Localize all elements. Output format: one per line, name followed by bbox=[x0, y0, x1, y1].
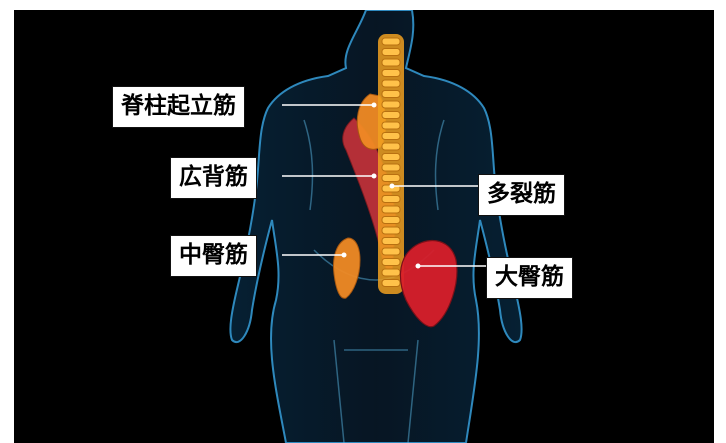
label-latissimus-dorsi: 広背筋 bbox=[170, 157, 257, 199]
vertebra bbox=[382, 154, 400, 161]
vertebra bbox=[382, 133, 400, 140]
vertebra bbox=[382, 143, 400, 150]
vertebra bbox=[382, 70, 400, 77]
vertebra bbox=[382, 227, 400, 234]
label-gluteus-medius: 中臀筋 bbox=[170, 235, 257, 277]
vertebra bbox=[382, 217, 400, 224]
human-body-figure bbox=[14, 10, 714, 443]
vertebra bbox=[382, 101, 400, 108]
vertebra bbox=[382, 164, 400, 171]
vertebra bbox=[382, 59, 400, 66]
label-multifidus: 多裂筋 bbox=[478, 174, 565, 216]
vertebra bbox=[382, 112, 400, 119]
label-erector-spinae: 脊柱起立筋 bbox=[112, 86, 245, 128]
vertebra bbox=[382, 259, 400, 266]
anatomy-illustration: 脊柱起立筋 広背筋 中臀筋 多裂筋 大臀筋 bbox=[14, 10, 714, 443]
vertebra bbox=[382, 49, 400, 56]
vertebra bbox=[382, 248, 400, 255]
label-gluteus-maximus: 大臀筋 bbox=[486, 257, 573, 299]
vertebra bbox=[382, 280, 400, 287]
vertebra bbox=[382, 122, 400, 129]
vertebra bbox=[382, 269, 400, 276]
vertebra bbox=[382, 238, 400, 245]
vertebra bbox=[382, 196, 400, 203]
spine bbox=[378, 34, 404, 294]
vertebra bbox=[382, 80, 400, 87]
vertebra bbox=[382, 91, 400, 98]
vertebra bbox=[382, 175, 400, 182]
vertebra bbox=[382, 38, 400, 45]
vertebra bbox=[382, 206, 400, 213]
